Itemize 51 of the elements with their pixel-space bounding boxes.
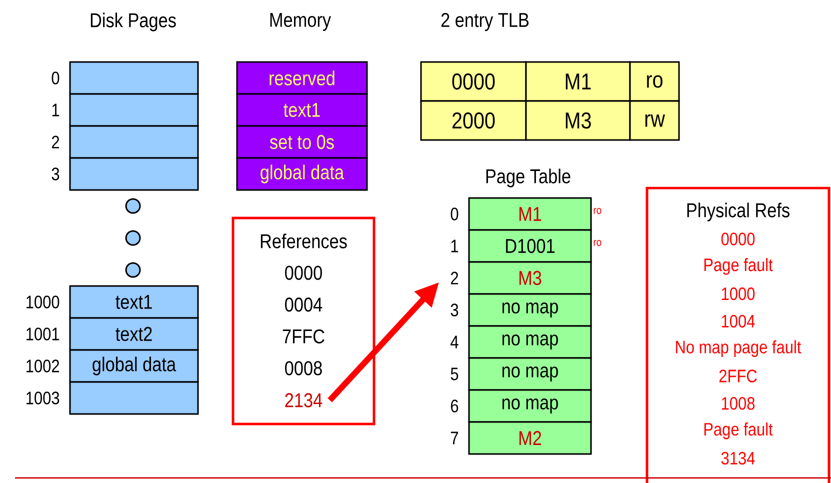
page-table-cell: no map — [468, 293, 592, 327]
tlb-cell: 0000 — [420, 61, 527, 102]
row-number: 3 — [52, 168, 60, 180]
reference-address: 2134 — [285, 393, 322, 408]
ellipsis-dot — [125, 198, 141, 214]
disk-page-cell: global data — [69, 349, 199, 383]
disk-page-cell — [69, 381, 199, 415]
section-title: 2 entry TLB — [441, 12, 529, 32]
row-number: 2 — [450, 272, 458, 284]
row-number: 1002 — [26, 360, 59, 372]
row-number: 6 — [450, 400, 458, 412]
row-number: 1 — [451, 240, 458, 252]
row-number: 4 — [450, 336, 458, 348]
disk-page-cell — [69, 125, 199, 159]
section-title: Disk Pages — [90, 12, 176, 32]
disk-page-cell — [69, 93, 199, 127]
access-label: ro — [594, 240, 602, 246]
page-table-cell: M3 — [468, 261, 592, 295]
row-number: 2 — [52, 136, 60, 148]
page-table-cell: D1001 — [468, 229, 592, 263]
tlb-cell: rw — [629, 100, 680, 141]
page-table-cell: no map — [468, 357, 592, 391]
page-table-cell: M2 — [468, 421, 592, 455]
tlb-cell: 2000 — [420, 100, 527, 141]
row-number: 1000 — [26, 296, 60, 308]
page-table-cell: M1 — [468, 197, 592, 231]
disk-page-cell: text2 — [69, 317, 199, 351]
ellipsis-dot — [125, 262, 141, 278]
row-number: 1003 — [26, 392, 60, 404]
row-number: 5 — [450, 368, 458, 380]
row-number: 3 — [450, 304, 458, 316]
tlb-cell: ro — [629, 61, 680, 102]
memory-cell: reserved — [236, 61, 368, 95]
disk-page-cell — [69, 61, 199, 95]
row-number: 1 — [52, 104, 60, 116]
row-number: 7 — [451, 432, 458, 444]
disk-page-cell — [69, 157, 199, 191]
physical-refs-box: Physical Refs 0000 Page fault 1000 1004 No map page fault 2FFC 1008 Page fault 3134 — [646, 186, 830, 483]
row-number: 0 — [450, 208, 458, 220]
memory-cell: text1 — [236, 93, 368, 127]
page-table-cell: no map — [468, 325, 592, 359]
page-table-cell: no map — [468, 389, 592, 423]
section-title: Memory — [270, 13, 332, 31]
disk-page-cell: text1 — [69, 285, 199, 319]
access-label: ro — [594, 208, 602, 214]
ellipsis-dot — [125, 230, 141, 246]
row-number: 1001 — [26, 328, 60, 340]
section-title: Page Table — [486, 168, 570, 188]
row-number: 0 — [52, 72, 60, 84]
memory-cell: set to 0s — [236, 125, 368, 159]
memory-cell: global data — [236, 157, 368, 191]
